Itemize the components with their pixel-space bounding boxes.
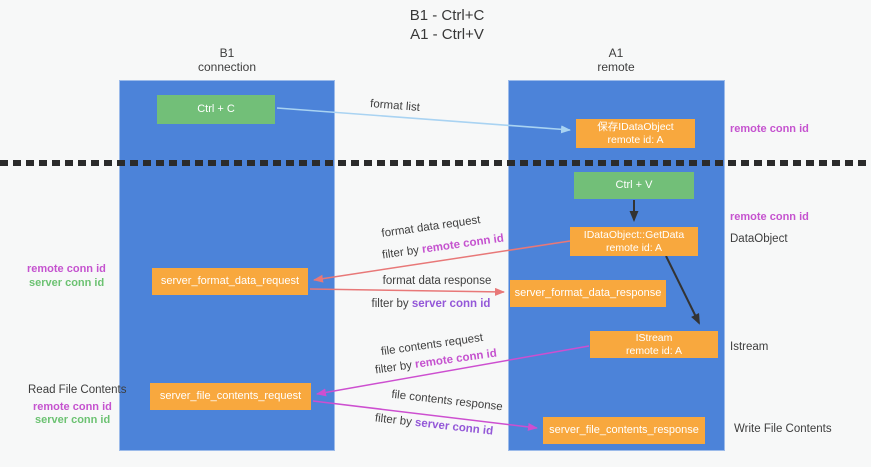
annotation-left-server-conn-id-file: server conn id [35,414,111,426]
server-file-contents-response-label: server_file_contents_response [549,424,699,436]
filter-key-remote-conn-id: remote conn id [421,232,505,256]
flow-filter-file-contents-response: filter by server conn id [374,412,493,437]
server-format-data-request-label: server_format_data_request [160,275,300,287]
annotation-read-file-contents: Read File Contents [28,384,127,396]
annotation-istream: Istream [730,341,769,353]
flow-label-format-list: format list [369,98,421,114]
lifeline-header-a1: A1 remote [597,46,634,74]
ctrl-c-box: Ctrl + C [157,95,275,124]
arrow-format-data-response [309,287,505,296]
flow-label-format-data-request: format data request [380,214,482,240]
istream-box: IStream remote id: A [590,331,718,358]
ctrl-c-label: Ctrl + C [197,103,235,115]
flow-label-file-contents-response: file contents response [390,388,504,414]
istream-line1: IStream [635,331,673,344]
annotation-remote-conn-id-top: remote conn id [730,123,809,135]
server-format-data-request-box: server_format_data_request [152,268,308,295]
server-file-contents-request-box: server_file_contents_request [150,383,311,410]
title-line-2: A1 - Ctrl+V [410,26,484,43]
filter-prefix: filter by [371,298,412,310]
annotation-left-remote-conn-id-format: remote conn id [27,263,106,275]
lifeline-header-b1: B1 connection [198,46,256,74]
lifeline-a1-role: remote [597,60,635,74]
server-file-contents-response-box: server_file_contents_response [543,417,705,444]
istream-line2: remote id: A [625,344,683,357]
annotation-write-file-contents: Write File Contents [734,423,832,435]
lifeline-a1-name: A1 [608,46,624,60]
annotation-remote-conn-id-ctrlv: remote conn id [730,211,809,223]
ctrl-v-box: Ctrl + V [574,172,694,199]
filter-prefix: filter by [374,358,416,377]
annotation-dataobject: DataObject [730,233,788,245]
idataobject-getdata-line2: remote id: A [605,241,663,254]
flow-filter-format-data-response: filter by server conn id [372,298,491,310]
ctrl-v-label: Ctrl + V [615,179,653,191]
server-file-contents-request-label: server_file_contents_request [159,390,302,402]
lifeline-b1-name: B1 [219,46,235,60]
server-format-data-response-label: server_format_data_response [514,287,662,299]
idataobject-getdata-line1: IDataObject::GetData [583,228,685,241]
title-line-1: B1 - Ctrl+C [409,7,485,24]
filter-prefix: filter by [374,412,416,429]
save-idataobject-box: 保存IDataObject remote id: A [576,119,695,148]
lifeline-b1-role: connection [197,60,257,74]
filter-key-server-conn-id: server conn id [414,416,494,438]
flow-label-format-data-response: format data response [382,275,492,287]
save-idataobject-line1: 保存IDataObject [597,120,674,133]
annotation-left-server-conn-id-format: server conn id [29,277,105,289]
idataobject-getdata-box: IDataObject::GetData remote id: A [570,227,698,256]
filter-prefix: filter by [381,243,423,262]
filter-key-server-conn-id: server conn id [411,298,491,310]
server-format-data-response-box: server_format_data_response [510,280,666,307]
annotation-left-remote-conn-id-file: remote conn id [33,401,112,413]
diagram-title: B1 - Ctrl+C A1 - Ctrl+V [410,6,485,44]
save-idataobject-line2: remote id: A [607,133,664,146]
